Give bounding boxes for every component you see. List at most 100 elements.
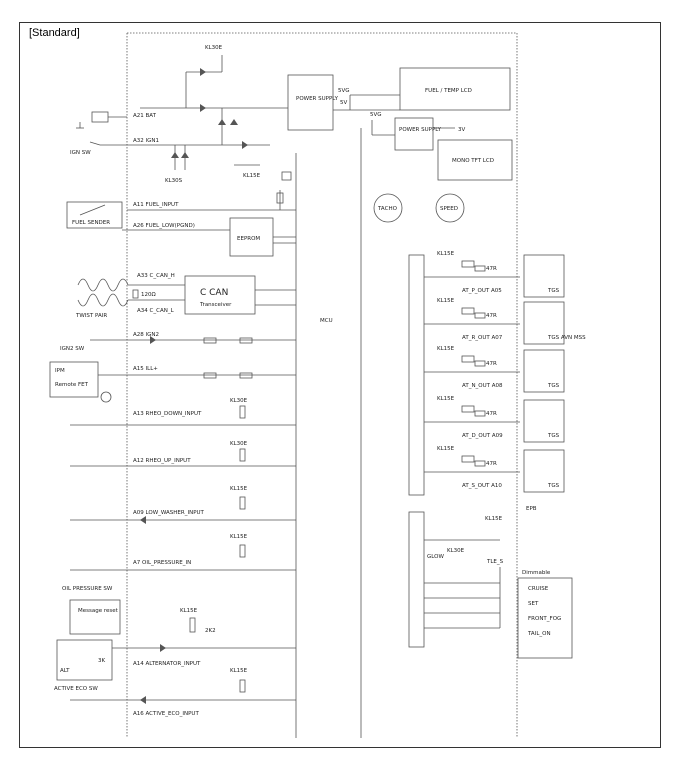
tail-on-label: TAIL_ON xyxy=(527,631,551,637)
message-reset-block xyxy=(69,599,121,635)
twisted-pair-line-1 xyxy=(77,278,129,292)
diode-7-icon xyxy=(181,152,189,158)
eeprom-label: EEPROM xyxy=(237,236,260,242)
output-resistor xyxy=(474,312,486,319)
kl15e-epb-label: KL15E xyxy=(485,516,503,522)
fuel-sender-block xyxy=(66,201,123,229)
resistor-120 xyxy=(132,289,139,299)
pin-a16: A16 ACTIVE_ECO_INPUT xyxy=(133,711,199,717)
alternator-block xyxy=(56,639,113,681)
output-pin-label: AT_R_OUT A07 xyxy=(462,335,503,341)
kl15e-alt: KL15E xyxy=(180,608,198,614)
power-supply-2-block xyxy=(394,117,434,151)
twisted-pair-line-2 xyxy=(77,293,129,307)
pin-a34: A34 C_CAN_L xyxy=(137,308,175,314)
mcu-label: MCU xyxy=(320,318,333,324)
diode-alt-icon xyxy=(160,644,166,652)
pin-a15: A15 ILL+ xyxy=(133,366,158,372)
output-module-label: TGS xyxy=(547,383,560,389)
output-pin-label: AT_P_OUT A05 xyxy=(462,288,502,294)
epb-label: EPB xyxy=(526,506,537,512)
power-supply-label: POWER SUPPLY xyxy=(296,96,339,102)
cruise-label: CRUISE xyxy=(528,586,549,592)
c-can-label: C CAN xyxy=(200,288,228,298)
output-module-box xyxy=(523,254,565,298)
kl30e-top-label: KL30E xyxy=(205,45,223,51)
tle-s-label: TLE_S xyxy=(486,559,504,565)
output-module-box xyxy=(523,399,565,443)
ipm-block xyxy=(49,361,99,398)
pin-a7: A7 OIL_PRESSURE_IN xyxy=(133,560,191,566)
output-resistor xyxy=(474,360,486,367)
glow-label: GLOW xyxy=(427,554,444,560)
ipm-sub-label: Remote FET xyxy=(55,382,89,388)
tacho-gauge xyxy=(373,193,403,223)
output-res-label: 47R xyxy=(486,361,497,367)
r-2k2-label: 2K2 xyxy=(205,628,216,634)
transceiver-label: Transceiver xyxy=(199,302,232,308)
diode-washer-icon xyxy=(140,516,146,524)
pin-a32: A32 IGN1 xyxy=(133,138,159,144)
output-module-label: TGS xyxy=(547,433,560,439)
speed-label: SPEED xyxy=(440,206,458,212)
indicator-box xyxy=(517,577,573,659)
output-transistor xyxy=(461,405,475,413)
output-kl-label: KL15E xyxy=(437,251,455,257)
ign-sw-label: IGN SW xyxy=(70,150,91,156)
pin-a28: A28 IGN2 xyxy=(133,332,159,338)
diode-4-icon xyxy=(218,119,226,125)
output-resistor xyxy=(474,410,486,417)
output-module-box xyxy=(523,449,565,493)
output-kl-label: KL15E xyxy=(437,346,455,352)
kl30e-glow-label: KL30E xyxy=(447,548,465,554)
diode-ign2-icon xyxy=(150,336,156,344)
kl15e-washer: KL15E xyxy=(230,486,248,492)
output-module-label: TGS xyxy=(547,288,560,294)
diode-2-icon xyxy=(200,104,206,112)
c-can-block xyxy=(184,275,256,315)
output-module-label: TGS AVN MSS xyxy=(547,335,586,341)
output-res-label: 47R xyxy=(486,313,497,319)
diode-3-icon xyxy=(242,141,248,149)
diode-eco-icon xyxy=(140,696,146,704)
power-supply-2-label: POWER SUPPLY xyxy=(399,127,442,133)
pin-a14: A14 ALTERNATOR_INPUT xyxy=(133,661,201,667)
pin-a33: A33 C_CAN_H xyxy=(137,273,175,279)
output-res-label: 47R xyxy=(486,266,497,272)
ign2-sw-label: IGN2 SW xyxy=(60,346,85,352)
kl30e-rheo-down: KL30E xyxy=(230,398,248,404)
lamp-icon xyxy=(100,391,112,403)
kl15e-oil: KL15E xyxy=(230,534,248,540)
r-120-label: 120Ω xyxy=(141,292,156,298)
voltage-5vg-2: 5VG xyxy=(370,112,382,118)
diode-1-icon xyxy=(200,68,206,76)
led-driver-block xyxy=(408,511,425,648)
twist-pair-label: TWIST PAIR xyxy=(75,313,107,319)
output-transistor xyxy=(461,260,475,268)
output-module-box xyxy=(523,349,565,393)
diode-5-icon xyxy=(230,119,238,125)
output-resistor xyxy=(474,265,486,272)
output-kl-label: KL15E xyxy=(437,446,455,452)
output-res-label: 47R xyxy=(486,461,497,467)
pin-a21: A21 BAT xyxy=(133,113,157,119)
ipm-label: IPM xyxy=(55,368,65,374)
output-pin-label: AT_S_OUT A10 xyxy=(462,483,502,489)
power-supply-block xyxy=(287,74,334,131)
output-kl-label: KL15E xyxy=(437,298,455,304)
pin-a26: A26 FUEL_LOW(PGND) xyxy=(133,223,195,229)
output-pin-label: AT_N_OUT A08 xyxy=(462,383,503,389)
oil-pressure-sw-label: OIL PRESSURE SW xyxy=(62,586,113,592)
fuel-temp-lcd-block xyxy=(399,67,511,111)
kl15e-eco: KL15E xyxy=(230,668,248,674)
mono-tft-lcd-block xyxy=(437,139,513,181)
output-res-label: 47R xyxy=(486,411,497,417)
diode-6-icon xyxy=(171,152,179,158)
kl30e-rheo-up: KL30E xyxy=(230,441,248,447)
output-transistor xyxy=(461,307,475,315)
tacho-label: TACHO xyxy=(377,206,398,212)
set-label: SET xyxy=(528,601,539,607)
output-transistor xyxy=(461,355,475,363)
active-eco-sw-label: ACTIVE ECO SW xyxy=(54,686,98,692)
